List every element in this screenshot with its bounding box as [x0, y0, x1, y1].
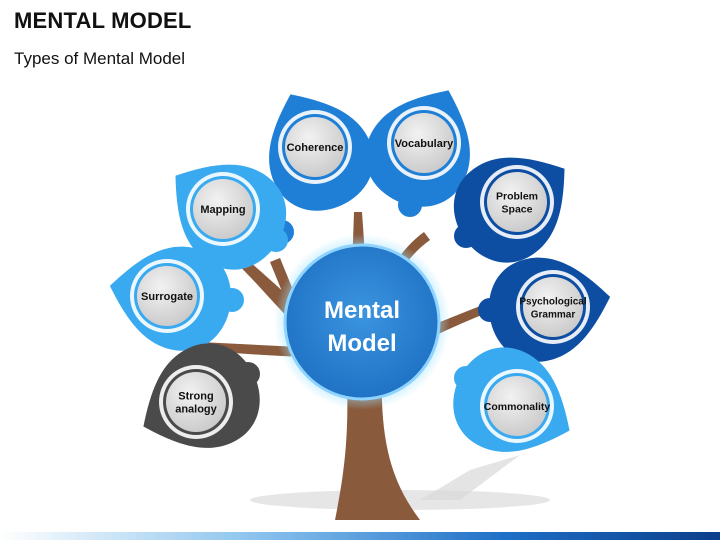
leaf-label: Space [502, 204, 533, 216]
leaf-label: Surrogate [141, 291, 193, 303]
center-node: Mental Model [274, 234, 450, 410]
leaf-vocabulary: Vocabulary [365, 90, 470, 217]
leaf-circle [137, 266, 197, 326]
leaf-label: Mapping [200, 204, 245, 216]
center-label-line2: Model [327, 330, 396, 357]
leaf-circle [487, 172, 547, 232]
leaf-label: Commonality [484, 401, 551, 413]
leaf-circle [394, 113, 454, 173]
leaf-surrogate: Surrogate [109, 246, 244, 351]
leaf-label: Coherence [287, 142, 344, 154]
leaf-label: Strong [178, 391, 213, 403]
page-title: MENTAL MODEL [14, 8, 192, 33]
leaf-coherence: Coherence [269, 94, 374, 244]
leaf-circle [523, 277, 583, 337]
leaf-label: Psychological [519, 297, 586, 308]
tree-shadow [420, 455, 520, 500]
leaf-circle [166, 372, 226, 432]
leaf-circle [487, 376, 547, 436]
leaf-label: analogy [175, 404, 217, 416]
page-subtitle: Types of Mental Model [14, 49, 186, 68]
leaf-label: Grammar [531, 310, 576, 321]
leaf-circle [285, 117, 345, 177]
leaf-label: Vocabulary [395, 138, 454, 150]
leaf-circle [193, 179, 253, 239]
center-label-line1: Mental [324, 297, 400, 324]
bottom-accent-bar [0, 532, 720, 540]
leaf-mapping: Mapping [175, 164, 288, 270]
leaf-label: Problem [496, 191, 538, 203]
leaf-commonality: Commonality [453, 347, 570, 452]
